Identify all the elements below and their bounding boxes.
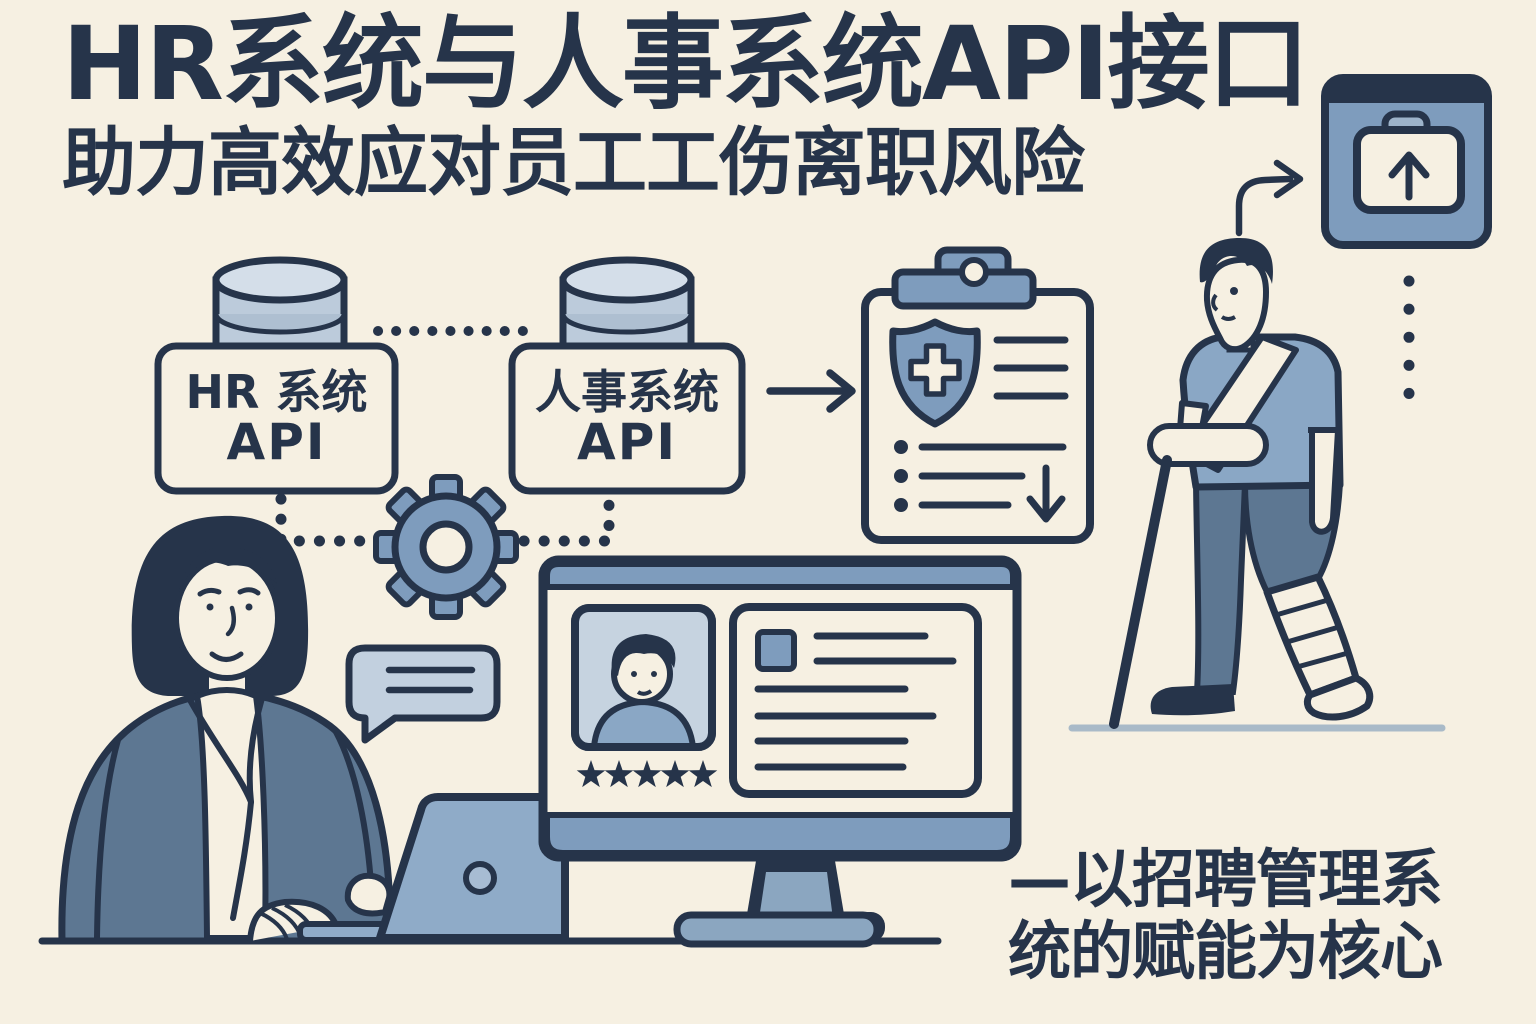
hr-api-box-line1: HR 系统 xyxy=(185,365,368,420)
medical-clipboard-icon xyxy=(861,246,1094,544)
caption-line-1: —以招聘管理系 xyxy=(1008,843,1443,917)
injured-man-figure xyxy=(1068,238,1446,732)
monitor-base xyxy=(673,911,881,948)
avatar-hair xyxy=(611,634,676,676)
shield-cross-icon xyxy=(889,318,981,428)
personnel-api-box-line2: API xyxy=(577,413,677,472)
woman-hand xyxy=(247,898,339,942)
database-icon-right xyxy=(559,256,695,352)
database-icon-left xyxy=(212,256,348,352)
detail-panel xyxy=(729,603,982,798)
leg-cast xyxy=(1263,573,1374,721)
hr-api-box-label: HR 系统 API xyxy=(158,346,395,491)
arm-sling xyxy=(1147,334,1299,473)
curved-arrow-icon xyxy=(1235,159,1304,237)
profile-photo xyxy=(571,604,716,751)
woman-figure xyxy=(58,515,394,945)
dotted-connector-right xyxy=(518,493,615,547)
caption-line-2: 统的赋能为核心 xyxy=(1008,915,1443,989)
dotted-connector-left xyxy=(275,493,376,547)
title-line-2: 助力高效应对员工工伤离职风险 xyxy=(62,120,1085,206)
personnel-api-box xyxy=(508,342,746,495)
chat-bubble-icon xyxy=(345,644,501,744)
title-line-1: HR系统与人事系统API接口 xyxy=(62,5,1310,124)
personnel-api-box-label: 人事系统 API xyxy=(512,346,742,491)
poster-caption: —以招聘管理系 统的赋能为核心 xyxy=(990,844,1460,988)
hr-api-box-line2: API xyxy=(226,413,327,472)
crutch xyxy=(1109,455,1172,729)
gear-icon xyxy=(373,474,519,620)
flow-arrow-icon xyxy=(766,369,856,413)
shoe xyxy=(1150,684,1235,716)
laptop xyxy=(297,793,569,943)
personnel-api-box-line1: 人事系统 xyxy=(535,365,719,420)
man-hair xyxy=(1199,238,1273,284)
woman-left-hand xyxy=(344,872,393,917)
down-arrow-icon xyxy=(1026,464,1066,523)
briefcase-upload-icon xyxy=(1321,74,1492,249)
up-arrow-icon xyxy=(1388,151,1430,201)
desktop-monitor xyxy=(538,555,1022,948)
poster-title: HR系统与人事系统API接口 助力高效应对员工工伤离职风险 xyxy=(62,5,1310,206)
hr-api-box xyxy=(154,342,399,495)
